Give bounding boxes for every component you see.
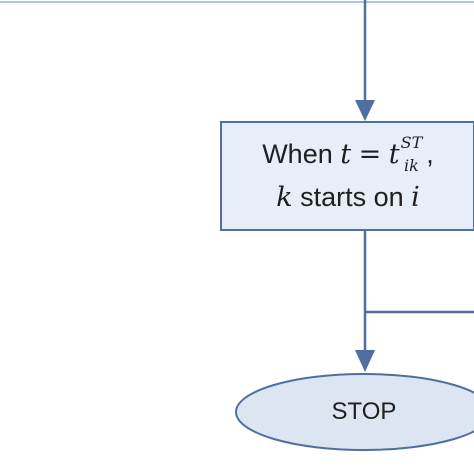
outgoing-arrowhead-icon: [355, 350, 375, 372]
process-box: [220, 121, 474, 231]
incoming-arrowhead-icon: [355, 100, 375, 121]
stop-terminal: [235, 373, 474, 451]
